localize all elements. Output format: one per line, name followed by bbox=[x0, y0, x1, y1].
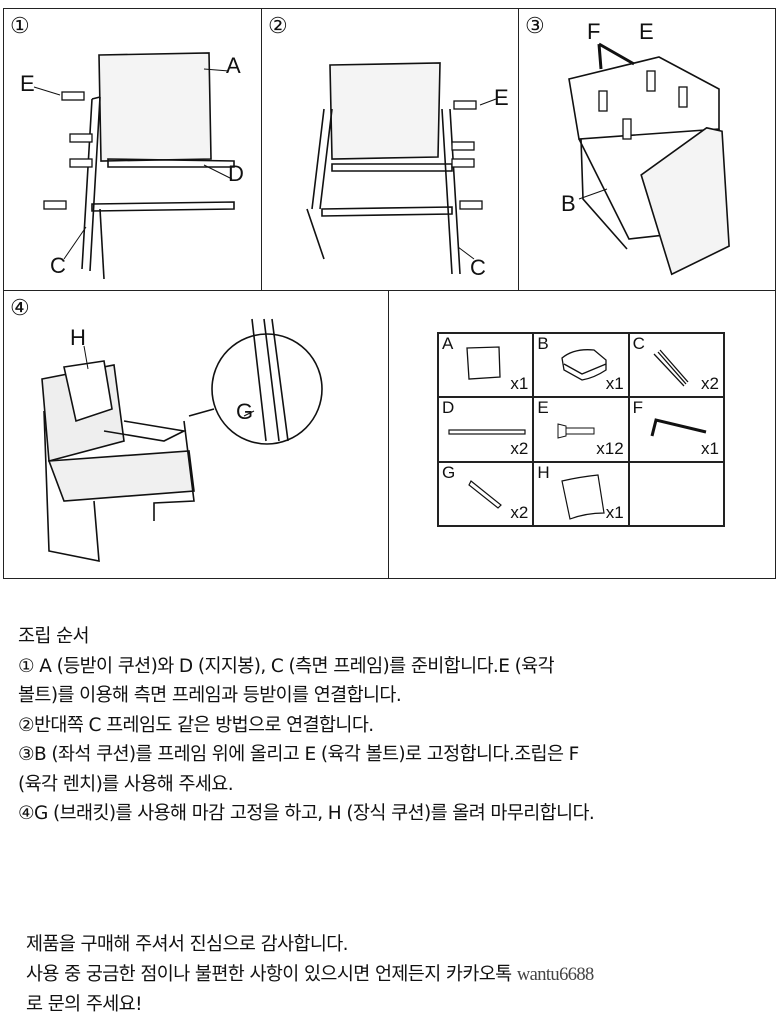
part-h: H x1 bbox=[533, 461, 629, 526]
instruction-line: ① A (등받이 쿠션)와 D (지지봉), C (측면 프레임)를 준비합니다… bbox=[18, 655, 555, 677]
thanks-line: 제품을 구매해 주셔서 진심으로 감사합니다. bbox=[26, 934, 349, 955]
part-letter: H bbox=[537, 462, 550, 482]
step-1-diagram: ① A E D C bbox=[3, 8, 263, 292]
label-c: C bbox=[470, 255, 486, 280]
step-2-diagram: ② E C bbox=[261, 8, 520, 292]
decorative-cushion-icon bbox=[561, 473, 606, 520]
chair-frame-illustration bbox=[33, 52, 235, 280]
step-number: ② bbox=[268, 13, 288, 38]
part-letter: D bbox=[442, 398, 455, 418]
label-e: E bbox=[20, 71, 35, 96]
step-number: ④ bbox=[10, 295, 30, 320]
step-4-diagram: ④ H G bbox=[3, 290, 390, 579]
part-f: F x1 bbox=[628, 397, 724, 462]
parts-table: A x1 B x1 C x2 D x2 E x12 F x1 G x2 H x1 bbox=[437, 332, 725, 527]
part-letter: A bbox=[442, 334, 454, 353]
step-number: ① bbox=[10, 13, 30, 38]
label-f: F bbox=[587, 19, 601, 44]
hex-bolt-icon bbox=[557, 423, 595, 439]
label-d: D bbox=[228, 161, 244, 186]
instruction-line: ④G (브래킷)를 사용해 마감 고정을 하고, H (장식 쿠션)를 올려 마… bbox=[18, 803, 595, 824]
label-e: E bbox=[494, 85, 509, 110]
label-a: A bbox=[226, 53, 241, 78]
part-e: E x12 bbox=[533, 397, 629, 462]
instruction-line: (육각 렌치)를 사용해 주세요. bbox=[18, 773, 234, 795]
part-d: D x2 bbox=[438, 397, 534, 462]
instruction-line: 볼트)를 이용해 측면 프레임과 등받이를 연결합니다. bbox=[18, 685, 402, 706]
part-a: A x1 bbox=[438, 333, 534, 398]
instruction-line: ②반대쪽 C 프레임도 같은 방법으로 연결합니다. bbox=[18, 714, 374, 736]
instructions-title: 조립 순서 bbox=[18, 626, 90, 647]
part-b: B x1 bbox=[533, 333, 629, 398]
part-letter: G bbox=[442, 462, 456, 482]
part-quantity: x1 bbox=[605, 374, 624, 394]
part-quantity: x12 bbox=[596, 438, 624, 458]
part-letter: E bbox=[537, 398, 549, 418]
kakao-id: wantu6688 bbox=[516, 964, 594, 985]
part-letter: F bbox=[632, 398, 644, 418]
hex-wrench-icon bbox=[650, 418, 707, 437]
label-e: E bbox=[639, 19, 654, 44]
part-empty bbox=[628, 461, 724, 526]
part-quantity: x2 bbox=[510, 438, 529, 458]
part-letter: B bbox=[537, 334, 549, 353]
part-quantity: x1 bbox=[510, 374, 529, 394]
finished-chair-illustration bbox=[41, 318, 323, 562]
assembly-instructions: 조립 순서 ① A (등받이 쿠션)와 D (지지봉), C (측면 프레임)를… bbox=[18, 622, 595, 829]
step-number: ③ bbox=[525, 13, 545, 38]
thanks-line: 사용 중 궁금한 점이나 불편한 사항이 있으시면 언제든지 카카오톡 bbox=[26, 963, 517, 985]
label-g: G bbox=[236, 399, 254, 424]
part-c: C x2 bbox=[628, 333, 724, 398]
seat-cushion-icon bbox=[561, 349, 607, 381]
bracket-icon bbox=[468, 479, 502, 509]
seat-install-illustration bbox=[568, 42, 730, 276]
step-3-diagram: ③ F E B bbox=[518, 8, 776, 292]
side-frame-icon bbox=[653, 349, 689, 387]
instruction-line: ③B (좌석 쿠션)를 프레임 위에 올리고 E (육각 볼트)로 고정합니다.… bbox=[18, 744, 579, 765]
part-quantity: x1 bbox=[701, 438, 719, 458]
back-cushion-icon bbox=[466, 346, 501, 380]
part-quantity: x2 bbox=[701, 374, 719, 394]
chair-frame-illustration bbox=[306, 62, 497, 275]
part-letter: C bbox=[632, 334, 645, 353]
thanks-line: 로 문의 주세요! bbox=[26, 994, 143, 1015]
thank-you-note: 제품을 구매해 주셔서 진심으로 감사합니다. 사용 중 궁금한 점이나 불편한… bbox=[26, 930, 594, 1020]
part-quantity: x2 bbox=[510, 503, 529, 522]
label-b: B bbox=[561, 191, 576, 216]
part-g: G x2 bbox=[438, 461, 534, 526]
support-rod-icon bbox=[448, 429, 526, 435]
part-quantity: x1 bbox=[605, 503, 624, 522]
label-c: C bbox=[50, 253, 66, 278]
label-h: H bbox=[70, 325, 86, 350]
